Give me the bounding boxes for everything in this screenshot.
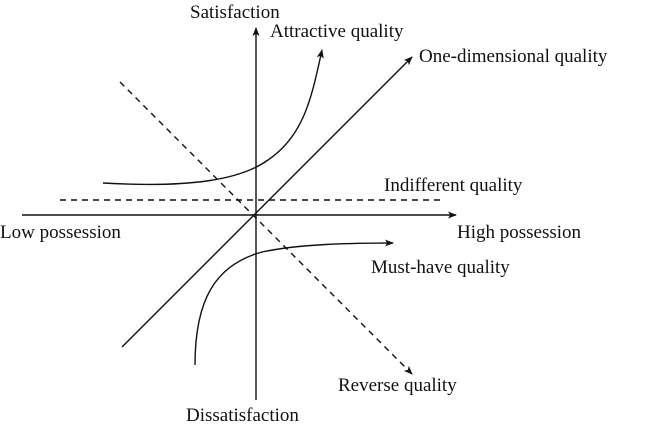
one-dimensional-quality-line (121, 56, 413, 348)
low-possession-label: Low possession (0, 222, 121, 243)
reverse-quality-label: Reverse quality (338, 375, 457, 396)
reverse-quality-line (119, 81, 413, 375)
attractive-quality-curve (102, 49, 324, 186)
satisfaction-label: Satisfaction (190, 2, 280, 23)
dissatisfaction-label: Dissatisfaction (186, 405, 299, 426)
high-possession-label: High possession (457, 222, 582, 243)
must-have-quality-curve (194, 239, 394, 366)
one-dimensional-quality-label: One-dimensional quality (419, 46, 608, 67)
must-have-quality-label: Must-have quality (371, 257, 510, 278)
indifferent-quality-label: Indifferent quality (384, 175, 523, 196)
attractive-quality-label: Attractive quality (270, 21, 404, 42)
